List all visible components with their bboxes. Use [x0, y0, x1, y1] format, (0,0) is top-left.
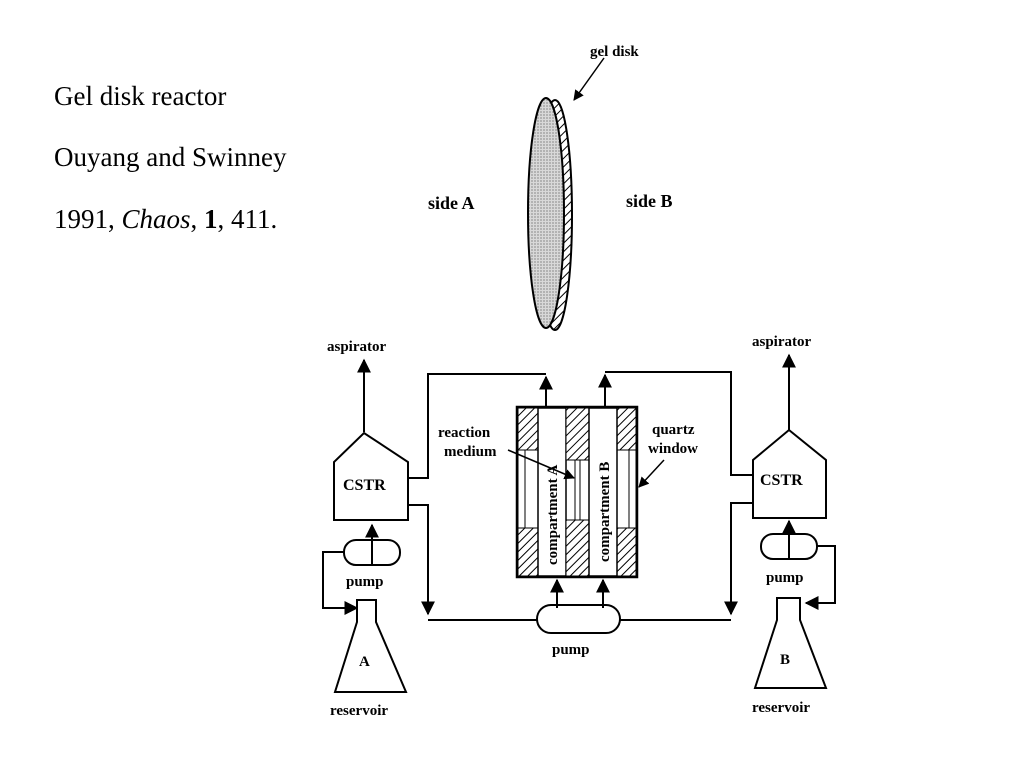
reservoir-left-letter: A [359, 654, 370, 670]
aspirator-right-label: aspirator [752, 334, 812, 350]
cstr-left-label: CSTR [343, 477, 386, 494]
caption-citation: 1991, Chaos, 1, 411. [54, 204, 277, 234]
pump-center [536, 578, 621, 634]
reactor-block [515, 405, 639, 579]
pump-right-label: pump [766, 570, 804, 586]
caption-authors: Ouyang and Swinney [54, 142, 287, 172]
caption-title: Gel disk reactor [54, 81, 227, 111]
reaction-medium-label-line2: medium [444, 444, 497, 460]
reservoir-right-label: reservoir [752, 700, 810, 716]
side-a-label: side A [428, 193, 475, 213]
flow-lines [408, 371, 753, 621]
pump-left-label: pump [346, 574, 384, 590]
gel-disk [527, 97, 573, 331]
pump-right [760, 519, 836, 610]
citation-volume: 1 [204, 204, 218, 234]
compartment-a-label: compartment A [545, 464, 561, 565]
aspirator-left-label: aspirator [327, 339, 387, 355]
reservoir-right [753, 597, 828, 689]
citation-journal: Chaos [121, 204, 191, 234]
side-b-label: side B [626, 191, 673, 211]
cstr-left [333, 431, 409, 521]
gel-disk-label: gel disk [590, 44, 639, 60]
reservoir-right-letter: B [780, 652, 790, 668]
pump-center-label: pump [552, 642, 590, 658]
reservoir-left-label: reservoir [330, 703, 388, 719]
citation-sep: , [190, 204, 205, 234]
cstr-right-label: CSTR [760, 472, 803, 489]
citation-year: 1991, [54, 204, 122, 234]
quartz-window-pointer [638, 459, 665, 488]
quartz-window-label-line2: window [648, 441, 698, 457]
compartment-b-label: compartment B [597, 462, 613, 562]
reaction-medium-pointer [507, 449, 575, 480]
citation-pages: , 411. [217, 204, 278, 234]
reservoir-left [333, 599, 408, 693]
quartz-window-label-line1: quartz [652, 422, 695, 438]
pump-left [322, 523, 401, 615]
reaction-medium-label-line1: reaction [438, 425, 491, 441]
gel-disk-pointer [573, 57, 605, 101]
cstr-right [752, 428, 827, 519]
